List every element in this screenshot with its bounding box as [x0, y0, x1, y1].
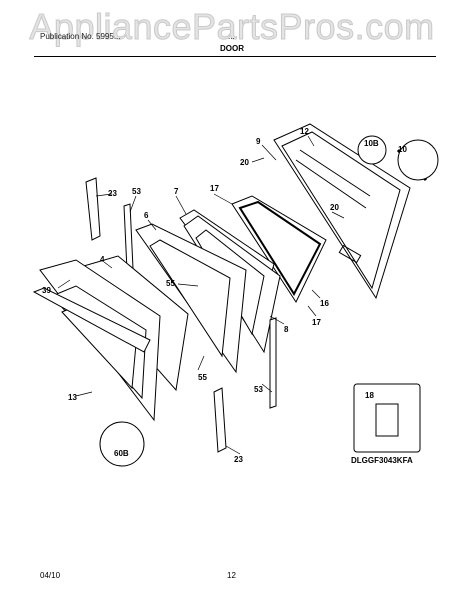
callout-labels: 9 12 10B 10 20 20 23 53 7 17 6 4 39 55 8… — [42, 127, 407, 464]
callout-10b: 10B — [364, 139, 379, 148]
hinge-bottom — [213, 387, 227, 453]
callout-20-right: 20 — [330, 203, 339, 212]
leader-lines — [57, 135, 345, 455]
header-rule — [34, 56, 436, 57]
callout-12: 12 — [300, 127, 309, 136]
screw-60b-circle — [99, 421, 145, 467]
callout-23-top: 23 — [108, 189, 117, 198]
callout-23-bottom: 23 — [234, 455, 243, 464]
callout-55-bottom: 55 — [198, 373, 207, 382]
bracket-18 — [375, 403, 399, 437]
model-number: DLGGF3043KFA — [351, 456, 413, 465]
side-trim-right — [269, 317, 277, 409]
callout-6: 6 — [144, 211, 149, 220]
callout-4: 4 — [100, 255, 105, 264]
footer-page-number: 12 — [227, 571, 236, 580]
callout-18: 18 — [365, 391, 374, 400]
callout-17-bottom: 17 — [312, 318, 321, 327]
door-liner — [135, 223, 247, 374]
callout-53-bottom: 53 — [254, 385, 263, 394]
callout-53-top: 53 — [132, 187, 141, 196]
screw-10-circle — [397, 139, 439, 181]
section-label: ... — [228, 32, 235, 41]
callout-13: 13 — [68, 393, 77, 402]
footer-date: 04/10 — [40, 571, 61, 580]
callout-60b: 60B — [114, 449, 129, 458]
door-handle — [32, 287, 151, 353]
publication-number: Publication No. 5995... — [40, 32, 121, 41]
door-back-panel — [273, 123, 411, 300]
callout-9: 9 — [256, 137, 261, 146]
callout-16: 16 — [320, 299, 329, 308]
inner-glass-assembly — [231, 195, 327, 304]
callout-7: 7 — [174, 187, 179, 196]
callout-10: 10 — [398, 145, 407, 154]
callout-8: 8 — [284, 325, 289, 334]
callout-39: 39 — [42, 286, 51, 295]
callout-55-top: 55 — [166, 279, 175, 288]
page-title: DOOR — [220, 44, 244, 53]
callout-20-top: 20 — [240, 158, 249, 167]
callout-17-top: 17 — [210, 184, 219, 193]
washer-10b-circle — [357, 135, 387, 165]
hinge-top — [85, 177, 101, 241]
